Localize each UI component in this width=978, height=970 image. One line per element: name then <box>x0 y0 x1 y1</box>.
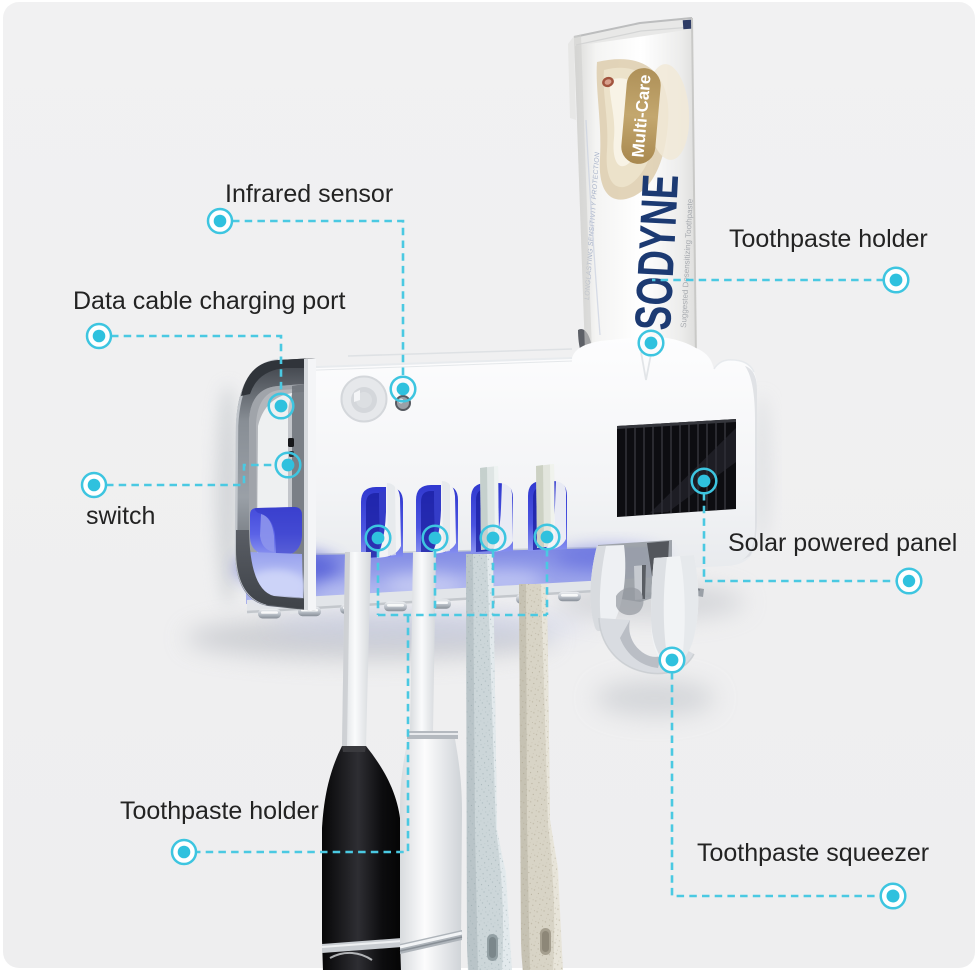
svg-text:Toothpaste holder: Toothpaste holder <box>120 797 319 825</box>
svg-text:SODYNE: SODYNE <box>624 173 689 332</box>
svg-text:switch: switch <box>86 502 155 530</box>
svg-text:Toothpaste squeezer: Toothpaste squeezer <box>697 839 929 867</box>
svg-text:Solar powered panel: Solar powered panel <box>728 529 957 557</box>
svg-text:Toothpaste holder: Toothpaste holder <box>729 225 928 253</box>
svg-text:Data cable charging port: Data cable charging port <box>73 287 345 315</box>
svg-text:Infrared sensor: Infrared sensor <box>225 180 393 208</box>
